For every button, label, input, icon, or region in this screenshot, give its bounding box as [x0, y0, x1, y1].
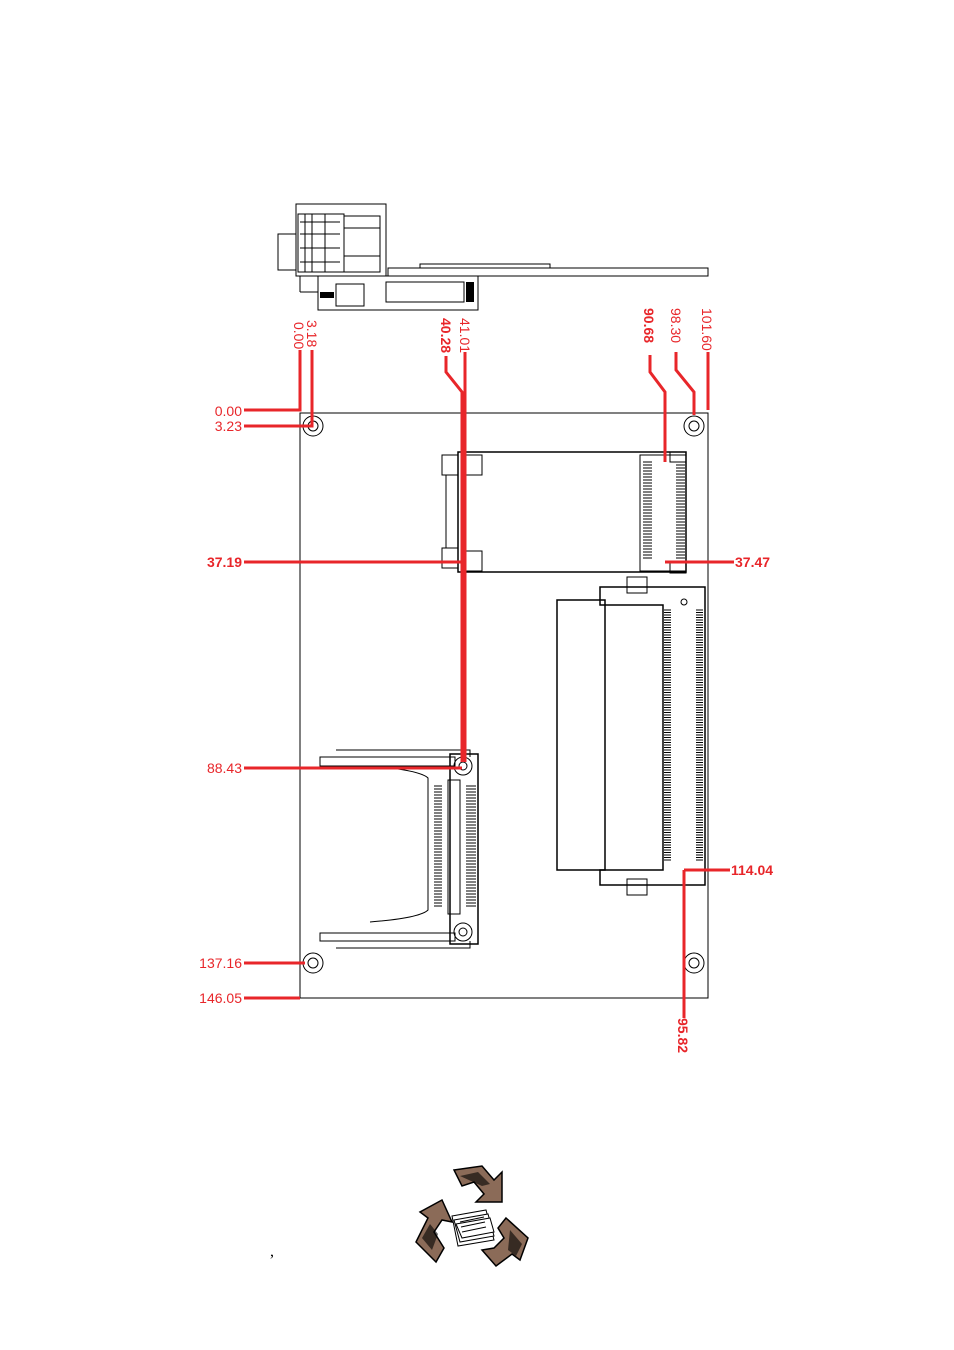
dim-left-2: 37.19 — [207, 554, 242, 570]
dim-top-0: 0.00 — [291, 322, 307, 349]
dim-top-6: 101.60 — [699, 308, 715, 351]
left-dimension-labels: 0.00 3.23 37.19 88.43 137.16 146.05 — [199, 403, 242, 1006]
dim-top-3: 41.01 — [457, 318, 473, 353]
recycle-icon — [415, 1165, 529, 1268]
stray-comma: , — [270, 1243, 274, 1260]
dim-top-5: 98.30 — [668, 308, 684, 343]
dimension-lines — [244, 350, 734, 1018]
dim-left-3: 88.43 — [207, 760, 242, 776]
mounting-holes — [302, 415, 705, 974]
dim-top-4: 90.68 — [641, 308, 657, 343]
right-dimension-labels: 37.47 114.04 95.82 — [675, 554, 773, 1053]
dim-top-1: 3.18 — [304, 320, 320, 347]
dim-bottom-1: 95.82 — [675, 1018, 691, 1053]
side-view — [277, 203, 709, 311]
dim-right-2: 114.04 — [731, 862, 773, 878]
cf-slot — [319, 749, 479, 949]
dim-left-5: 146.05 — [199, 990, 242, 1006]
dim-left-1: 3.23 — [215, 418, 242, 434]
dim-right-1: 37.47 — [735, 554, 770, 570]
dim-left-4: 137.16 — [199, 955, 242, 971]
sodimm-slot — [556, 576, 706, 896]
dim-top-2: 40.28 — [438, 318, 454, 353]
board-outline — [299, 412, 709, 999]
top-dimension-labels: 0.00 3.18 40.28 41.01 90.68 98.30 101.60 — [291, 308, 715, 353]
dim-left-0: 0.00 — [215, 403, 242, 419]
minipcie-slot — [441, 451, 687, 574]
